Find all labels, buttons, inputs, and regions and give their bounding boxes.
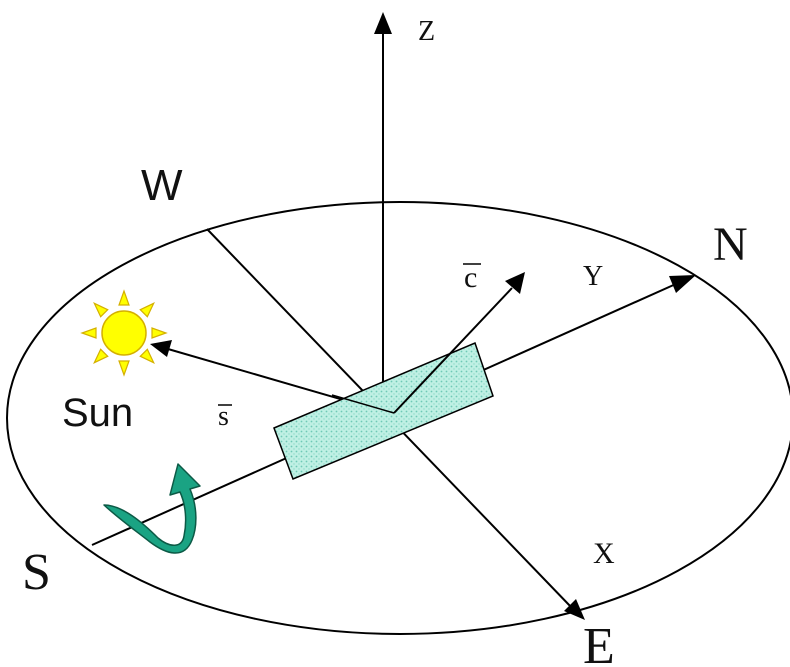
sun-vector-arrowhead — [150, 340, 172, 357]
z-axis-arrowhead — [374, 12, 392, 34]
x-axis-label: X — [593, 537, 615, 570]
west-label: W — [141, 161, 183, 210]
collector-normal-arrowhead — [505, 272, 525, 294]
z-axis-label: Z — [418, 16, 435, 47]
sun-label: Sun — [62, 391, 133, 435]
collector-normal-label: c — [464, 261, 477, 294]
x-axis-arrowhead — [564, 599, 585, 620]
horizon-ellipse — [6, 201, 790, 635]
y-axis-label: Y — [583, 261, 603, 292]
sun-vector-on-panel — [331, 394, 395, 414]
collector-panel — [273, 341, 494, 480]
y-axis-arrowhead — [669, 275, 696, 293]
north-label: N — [713, 218, 748, 271]
east-label: E — [583, 618, 615, 667]
sun-icon — [80, 289, 168, 377]
sun-vector-label: s — [218, 401, 229, 432]
collector-normal-line — [393, 287, 513, 414]
rotation-arrow-icon — [103, 463, 201, 554]
south-label: S — [22, 544, 51, 601]
